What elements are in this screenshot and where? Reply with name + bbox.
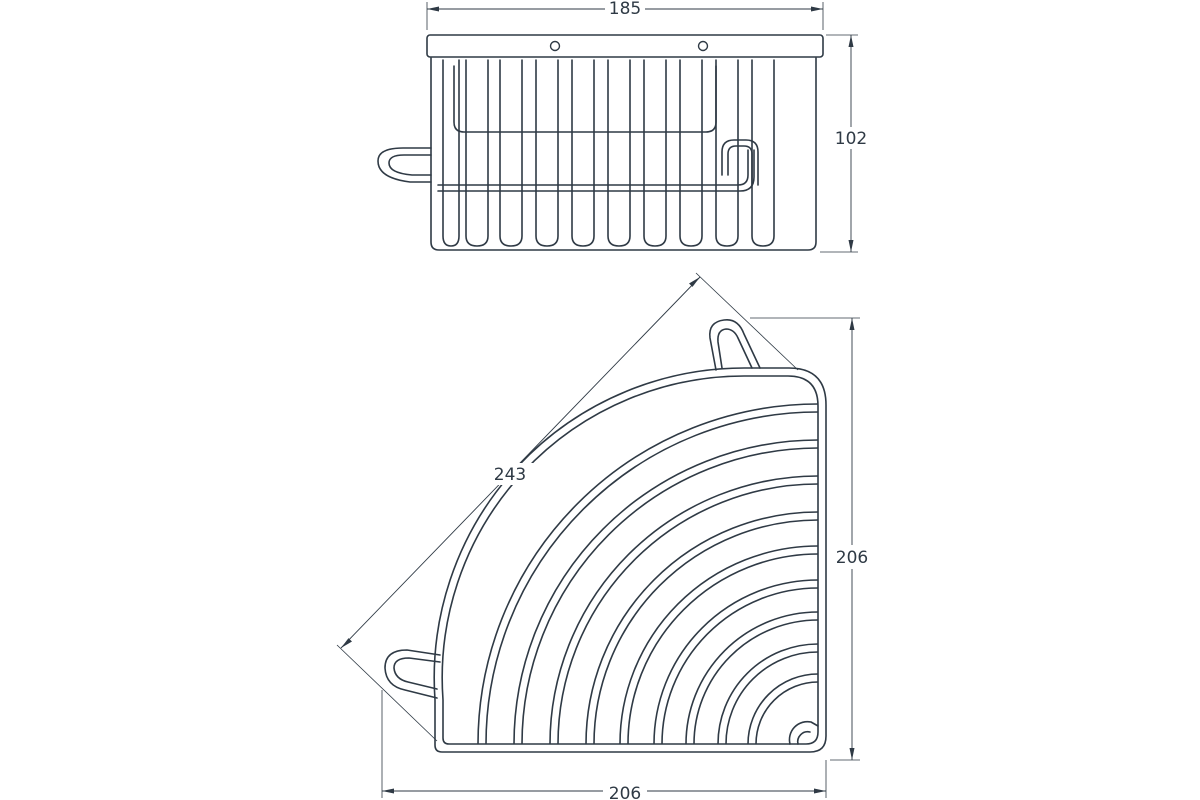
mounting-bar bbox=[426, 34, 824, 58]
side-hook bbox=[377, 147, 432, 183]
vertical-wire bbox=[499, 59, 523, 247]
inner-hook-right bbox=[721, 139, 759, 186]
arc-wire bbox=[585, 511, 818, 744]
vertical-wire bbox=[442, 59, 460, 247]
vertical-wire bbox=[751, 59, 775, 247]
arc-wire bbox=[557, 483, 818, 744]
arc-wire bbox=[661, 587, 818, 744]
arc-wire bbox=[685, 611, 818, 744]
arc-wire bbox=[747, 673, 818, 744]
arc-wire bbox=[593, 519, 818, 744]
vertical-wires bbox=[442, 59, 775, 247]
dimension-top-width: 185 bbox=[426, 0, 824, 30]
dimension-diagonal: 243 bbox=[336, 272, 799, 742]
dimension-plan-width: 206 bbox=[381, 690, 827, 800]
arc-wire bbox=[717, 643, 818, 744]
dimension-label-206-vertical: 206 bbox=[836, 548, 868, 568]
inner-hook-right-2 bbox=[727, 145, 753, 186]
dimension-label-243: 243 bbox=[494, 465, 526, 485]
wall-hook-top-inner bbox=[717, 328, 753, 369]
side-hook-inner bbox=[388, 154, 432, 176]
dimension-label-102: 102 bbox=[835, 129, 867, 149]
vertical-wire bbox=[607, 59, 631, 247]
arc-wire bbox=[725, 651, 818, 744]
wall-hook-top bbox=[708, 318, 761, 371]
arc-wire bbox=[627, 553, 818, 744]
dimension-plan-depth: 206 bbox=[750, 317, 873, 761]
front-view: 185 102 bbox=[377, 0, 869, 253]
vertical-wire bbox=[535, 59, 559, 247]
arc-wire bbox=[619, 545, 818, 744]
mounting-hole-left bbox=[549, 40, 561, 52]
arc-wire bbox=[521, 447, 818, 744]
dimension-label-185: 185 bbox=[609, 0, 641, 19]
wall-hook-left bbox=[384, 649, 441, 699]
arc-wire bbox=[755, 681, 818, 744]
corner-hub bbox=[788, 720, 819, 745]
wall-hook-left-inner bbox=[393, 657, 441, 690]
basket-outline bbox=[430, 57, 817, 251]
basket-frame-inner bbox=[441, 375, 819, 745]
arc-wire bbox=[549, 475, 818, 744]
vertical-wire bbox=[679, 59, 703, 247]
mounting-hole-right bbox=[697, 40, 709, 52]
vertical-wire bbox=[571, 59, 595, 247]
dimension-height: 102 bbox=[820, 34, 869, 253]
vertical-wire bbox=[465, 59, 489, 247]
arc-wire bbox=[477, 403, 818, 744]
arc-wire bbox=[653, 579, 818, 744]
arc-wire bbox=[693, 619, 818, 744]
arc-wire bbox=[485, 411, 818, 744]
plan-view: 243 206 206 bbox=[336, 272, 873, 800]
arc-wire bbox=[513, 439, 818, 744]
basket-frame-outer bbox=[433, 367, 827, 753]
vertical-wire bbox=[715, 59, 739, 247]
arc-wires bbox=[477, 403, 818, 744]
corner-hub-inner bbox=[796, 730, 811, 745]
rim-wire-lower-inner bbox=[437, 149, 755, 192]
vertical-wire bbox=[643, 59, 667, 247]
rim-wire-upper bbox=[453, 65, 717, 133]
dimension-label-206-horizontal: 206 bbox=[609, 784, 641, 800]
